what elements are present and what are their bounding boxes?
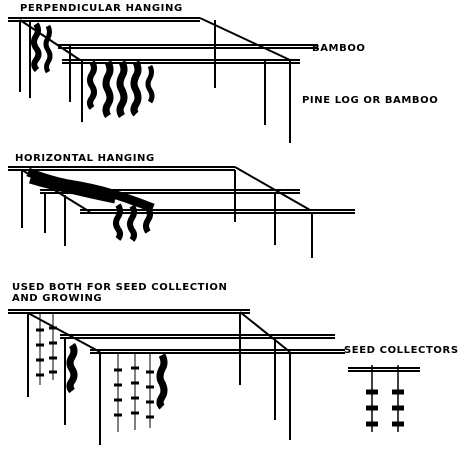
- label-perpendicular-hanging: PERPENDICULAR HANGING: [20, 3, 183, 14]
- label-used-both-line1: USED BOTH FOR SEED COLLECTION: [12, 282, 228, 293]
- seed-collectors-detail: [348, 365, 420, 432]
- label-bamboo: BAMBOO: [312, 43, 366, 54]
- seed-collection-rack: [8, 309, 345, 445]
- label-pine-log-or-bamboo: PINE LOG OR BAMBOO: [302, 95, 439, 106]
- perpendicular-rack: [8, 17, 318, 143]
- horizontal-rack: [8, 166, 355, 258]
- label-seed-collectors: SEED COLLECTORS: [344, 345, 459, 356]
- label-used-both-line2: AND GROWING: [12, 293, 103, 304]
- label-horizontal-hanging: HORIZONTAL HANGING: [15, 153, 155, 164]
